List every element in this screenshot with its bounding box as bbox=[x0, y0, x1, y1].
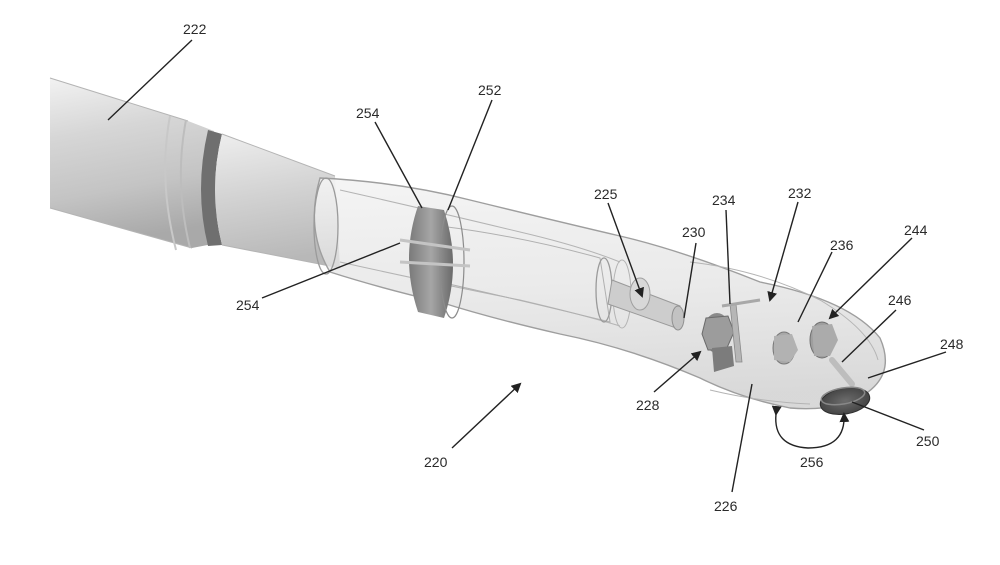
leader-234 bbox=[725, 209, 731, 305]
label-220: 220 bbox=[424, 454, 448, 470]
leader-230 bbox=[683, 242, 697, 319]
third-bevel-gear bbox=[809, 321, 838, 359]
label-254-upper: 254 bbox=[356, 105, 380, 121]
leader-244 bbox=[828, 237, 913, 320]
leader-220 bbox=[451, 382, 522, 449]
leader-lines bbox=[107, 39, 947, 493]
second-gear-cluster bbox=[772, 331, 798, 365]
dark-band-ring bbox=[201, 130, 222, 246]
leader-228 bbox=[653, 350, 702, 393]
first-bevel-gear bbox=[701, 313, 735, 372]
collar-ring bbox=[409, 205, 465, 319]
label-234: 234 bbox=[712, 192, 736, 208]
leader-225 bbox=[607, 202, 644, 298]
label-248: 248 bbox=[940, 336, 964, 352]
label-256: 256 bbox=[800, 454, 824, 470]
leader-246 bbox=[841, 309, 897, 363]
label-244: 244 bbox=[904, 222, 928, 238]
output-shaft bbox=[829, 357, 855, 387]
bearing-stripes bbox=[399, 238, 471, 268]
leader-254-upper bbox=[374, 121, 423, 209]
leader-254-lower bbox=[261, 242, 401, 299]
neck-section bbox=[215, 133, 341, 269]
leader-232 bbox=[767, 201, 799, 302]
label-225: 225 bbox=[594, 186, 618, 202]
leader-252 bbox=[447, 99, 493, 211]
label-228: 228 bbox=[636, 397, 660, 413]
intermediate-shaft bbox=[721, 298, 761, 363]
label-250: 250 bbox=[916, 433, 940, 449]
rear-handle-body bbox=[49, 77, 218, 251]
rotation-arrow bbox=[771, 405, 850, 449]
leader-250 bbox=[851, 401, 925, 431]
label-254-lower: 254 bbox=[236, 297, 260, 313]
label-226: 226 bbox=[714, 498, 738, 514]
label-230: 230 bbox=[682, 224, 706, 240]
reference-labels: 222 254 252 254 225 230 234 232 236 244 … bbox=[183, 21, 964, 514]
label-252: 252 bbox=[478, 82, 502, 98]
label-232: 232 bbox=[788, 185, 812, 201]
leader-222 bbox=[107, 39, 193, 121]
transparent-housing bbox=[313, 177, 887, 410]
label-222: 222 bbox=[183, 21, 207, 37]
leader-248 bbox=[867, 351, 947, 379]
label-236: 236 bbox=[830, 237, 854, 253]
label-246: 246 bbox=[888, 292, 912, 308]
leader-226 bbox=[731, 383, 753, 493]
leader-236 bbox=[797, 251, 833, 323]
